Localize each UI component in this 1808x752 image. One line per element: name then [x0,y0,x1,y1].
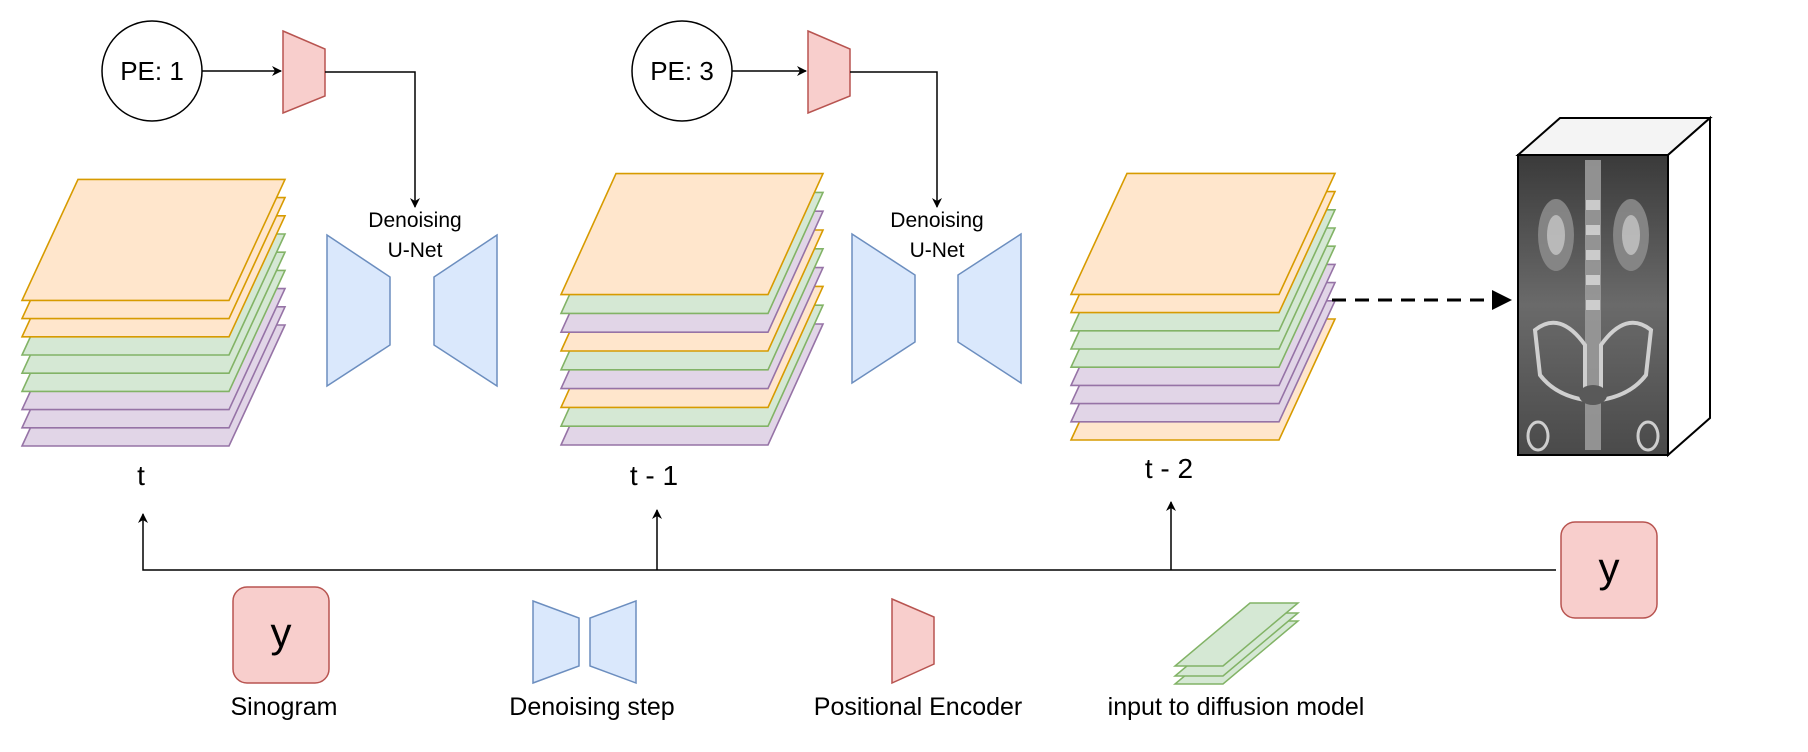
positional-encoder-icon [891,597,935,685]
layer-stack-t [20,178,287,447]
pe-node-1: PE: 1 [101,20,203,122]
unet-label-line2: U-Net [910,239,965,262]
layer-slice-orange [559,172,825,296]
legend-label: Positional Encoder [814,693,1022,721]
denoising-step-icon [532,599,637,685]
legend-item-positional-encoder: Positional Encoder [814,597,1022,721]
legend-item-input: input to diffusion model [1108,602,1365,721]
arrowhead-icon [1492,290,1512,310]
layer-slice-orange [20,178,287,302]
pe-node-2: PE: 3 [631,20,733,122]
stack-label: t - 2 [1145,453,1193,484]
layer-stack-t-minus-1 [559,172,825,446]
unet-label-line1: Denoising [890,209,983,232]
legend-item-sinogram: y Sinogram [231,586,338,721]
sinogram-box: y [1560,521,1658,619]
layer-stack-t-minus-2 [1069,172,1337,441]
legend-label: Sinogram [231,693,338,721]
stack-label: t [137,460,145,491]
positional-encoder-icon [807,29,851,115]
pe-label: PE: 3 [650,56,714,86]
input-layers-icon [1172,602,1301,685]
sinogram-symbol: y [1599,544,1620,591]
ct-volume-icon [1515,115,1713,458]
denoising-unet-2 [851,232,1022,385]
legend-item-denoising-step: Denoising step [509,599,675,721]
legend-label: input to diffusion model [1108,693,1365,721]
legend-label: Denoising step [509,693,674,721]
encoder-to-unet-arrow [325,71,420,208]
legend: y Sinogram Denoising step Positional Enc… [231,586,1365,721]
layer-slice-orange [1069,172,1337,296]
sinogram-icon [232,586,330,684]
sinogram-feedback-line [138,513,1556,571]
denoising-unet-1 [326,233,498,388]
legend-symbol: y [271,609,292,656]
pe-label: PE: 1 [120,56,184,86]
encoder-to-unet-arrow [850,71,942,208]
positional-encoder-icon [282,29,326,115]
stack-label: t - 1 [630,460,678,491]
unet-label-line2: U-Net [388,239,443,262]
unet-label-line1: Denoising [368,209,461,232]
